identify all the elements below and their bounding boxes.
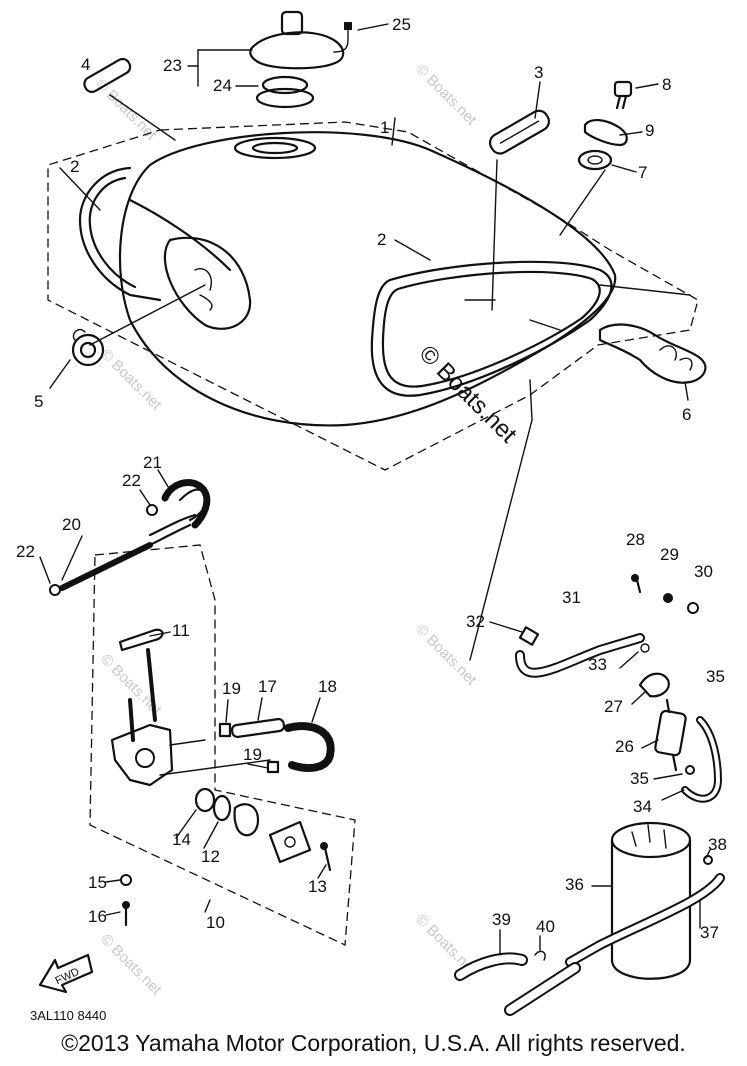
part-label: 2 xyxy=(70,157,79,176)
label-leaders xyxy=(39,23,711,956)
part-label: 19 xyxy=(243,745,262,764)
hose-34-inner xyxy=(683,718,720,801)
filter-cup xyxy=(233,803,260,837)
part-label: 8 xyxy=(662,75,671,94)
part-label: 16 xyxy=(88,907,107,926)
washer-7-inner xyxy=(587,155,603,165)
clip-40 xyxy=(534,950,546,961)
emblem-3 xyxy=(488,109,551,155)
part-label: 18 xyxy=(318,677,337,696)
part-label: 19 xyxy=(222,679,241,698)
part-label: 28 xyxy=(626,530,645,549)
part-label: 9 xyxy=(645,121,654,140)
part-label: 39 xyxy=(492,910,511,929)
hose-37-inner xyxy=(567,875,723,965)
oring-12 xyxy=(212,794,232,822)
watermark: © Boats.net xyxy=(412,61,480,129)
part-label: 3 xyxy=(534,63,543,82)
hose-bottom-inner xyxy=(506,964,579,1014)
vent-hoses xyxy=(515,574,699,698)
part-label: 35 xyxy=(630,769,649,788)
part-label: 17 xyxy=(258,677,277,696)
part-label: 4 xyxy=(81,55,90,74)
fwd-arrow-icon: FWD xyxy=(38,953,94,994)
hose-39-inner xyxy=(456,954,526,979)
hose-18 xyxy=(284,722,335,772)
trim-left-inner xyxy=(88,176,137,289)
part-label: 40 xyxy=(536,917,555,936)
mount-5 xyxy=(71,328,105,367)
part-label: 35 xyxy=(706,667,725,686)
bracket-6 xyxy=(598,323,707,384)
washer-15 xyxy=(120,874,132,886)
gasket-plate xyxy=(268,820,312,864)
part-label: 38 xyxy=(708,835,727,854)
part-label: 23 xyxy=(163,56,182,75)
trim-left xyxy=(78,166,162,302)
filter-26 xyxy=(654,698,687,772)
tank-assembly-outline xyxy=(47,121,699,471)
part-label: 7 xyxy=(638,163,647,182)
part-label: 34 xyxy=(633,797,652,816)
trim-right xyxy=(370,260,613,397)
leader-lines xyxy=(59,94,691,661)
part-label: 5 xyxy=(34,392,43,411)
part-label: 29 xyxy=(660,545,679,564)
part-label: 31 xyxy=(562,588,581,607)
clip-19b xyxy=(266,760,280,774)
cable-20 xyxy=(49,479,211,596)
pipe-17 xyxy=(230,717,286,739)
clip-38 xyxy=(703,855,713,865)
part-labels: 1 2 2 3 4 5 6 7 8 9 10 11 12 13 14 15 16… xyxy=(16,15,727,942)
watermark: © Boats.net xyxy=(97,931,165,999)
part-label: 33 xyxy=(588,655,607,674)
part-label: 25 xyxy=(392,15,411,34)
part-label: 13 xyxy=(308,877,327,896)
screw-13 xyxy=(323,846,332,872)
emblem-4 xyxy=(83,57,132,93)
watermark-main: © Boats.net xyxy=(414,340,522,448)
part-label: 30 xyxy=(694,562,713,581)
clip-19a xyxy=(218,722,232,738)
part-label: 14 xyxy=(172,830,191,849)
part-label: 12 xyxy=(201,847,220,866)
petcock-assembly-outline xyxy=(89,544,356,946)
copyright-notice: ©2013 Yamaha Motor Corporation, U.S.A. A… xyxy=(61,1030,686,1056)
clip-11 xyxy=(118,628,164,652)
part-label: 1 xyxy=(380,118,389,137)
part-label: 26 xyxy=(615,737,634,756)
part-label: 2 xyxy=(377,230,386,249)
hose-34 xyxy=(681,716,722,803)
part-label: 10 xyxy=(206,913,225,932)
part-label: 32 xyxy=(466,612,485,631)
part-label: 20 xyxy=(62,515,81,534)
washer-7 xyxy=(577,149,613,171)
fuel-cap xyxy=(249,10,352,109)
strainer-14 xyxy=(194,787,216,813)
part-label: 27 xyxy=(604,697,623,716)
fuel-tank xyxy=(118,131,617,427)
diagram-code: 3AL110 8440 xyxy=(30,1008,106,1023)
part-label: 24 xyxy=(213,76,232,95)
part-label: 22 xyxy=(16,542,35,561)
damper-9 xyxy=(583,119,628,147)
part-label: 37 xyxy=(700,923,719,942)
petcock xyxy=(110,648,271,787)
watermarks: © Boats.net © Boats.net © Boats.net © Bo… xyxy=(92,61,480,999)
part-label: 36 xyxy=(565,875,584,894)
part-label: 15 xyxy=(88,873,107,892)
part-label: 6 xyxy=(682,405,691,424)
canister-36 xyxy=(610,821,692,980)
part-label: 11 xyxy=(172,621,190,640)
part-label: 21 xyxy=(143,453,162,472)
bolt-8 xyxy=(613,80,633,110)
watermark: © Boats.net xyxy=(412,621,480,689)
part-label: 22 xyxy=(122,471,141,490)
